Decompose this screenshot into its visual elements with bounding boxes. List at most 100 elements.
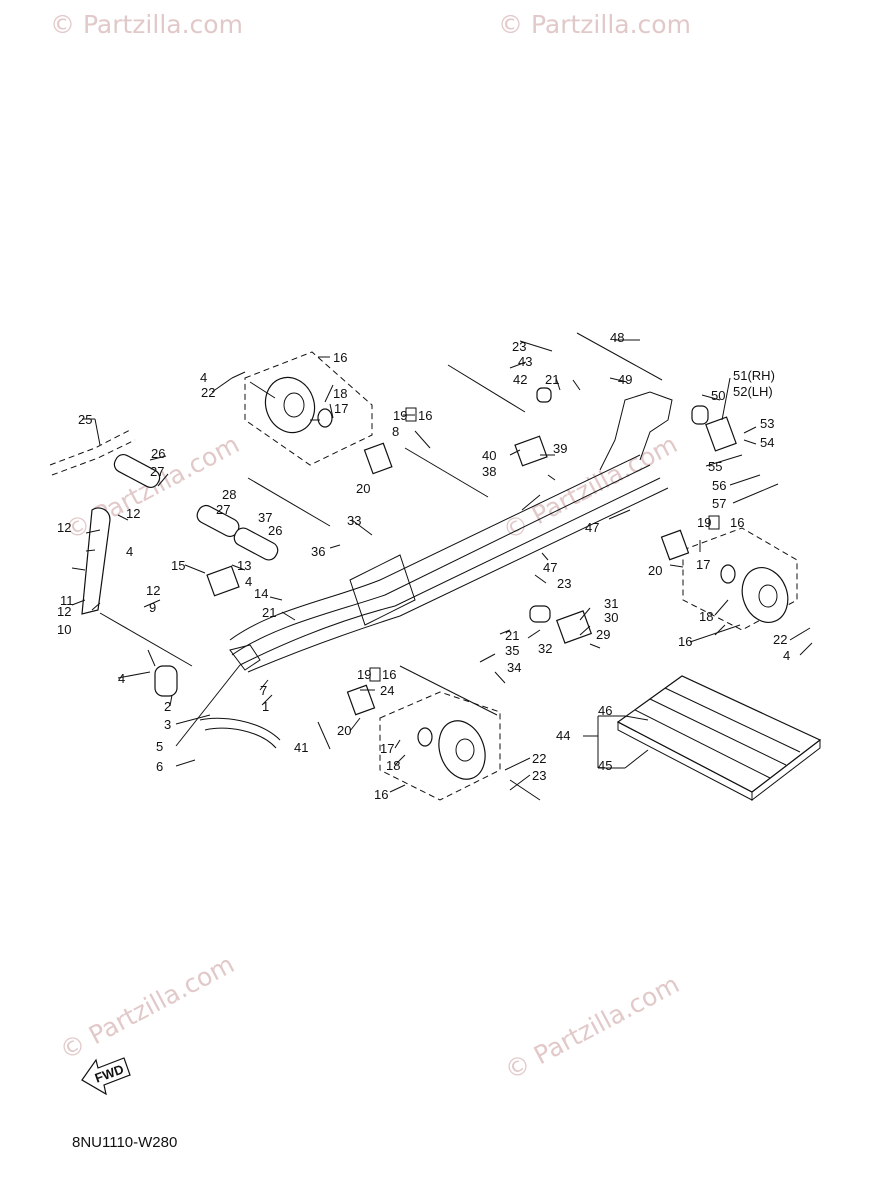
idler-wheel bbox=[264, 376, 333, 434]
callout-label: 49 bbox=[618, 372, 632, 387]
callout-label: 47 bbox=[585, 520, 599, 535]
callout-label: 43 bbox=[518, 354, 532, 369]
callout-label: 16 bbox=[730, 515, 744, 530]
shaft bbox=[447, 364, 526, 413]
front-bracket bbox=[229, 644, 261, 671]
callout-label: 24 bbox=[380, 683, 394, 698]
callout-label: 8 bbox=[392, 424, 399, 439]
callout-label: 46 bbox=[598, 703, 612, 718]
callout-label: 4 bbox=[783, 648, 790, 663]
callout-label: 19 bbox=[393, 408, 407, 423]
callout-label: 12 bbox=[57, 604, 71, 619]
callout-label: 39 bbox=[553, 441, 567, 456]
callout-label: 21 bbox=[262, 605, 276, 620]
spacer bbox=[529, 605, 551, 623]
callout-label: 4 bbox=[200, 370, 207, 385]
callout-label: 16 bbox=[418, 408, 432, 423]
center-plate bbox=[349, 554, 416, 626]
callout-label: 42 bbox=[513, 372, 527, 387]
callout-label: 18 bbox=[333, 386, 347, 401]
callout-label: 17 bbox=[380, 741, 394, 756]
callout-label: 34 bbox=[507, 660, 521, 675]
callout-label: 16 bbox=[374, 787, 388, 802]
bracket-block bbox=[555, 610, 593, 644]
callout-label: 41 bbox=[294, 740, 308, 755]
callout-label: 53 bbox=[760, 416, 774, 431]
callout-label: 23 bbox=[512, 339, 526, 354]
bracket-block bbox=[206, 565, 240, 597]
callout-label: 7 bbox=[260, 683, 267, 698]
callout-label: 22 bbox=[773, 632, 787, 647]
callout-label: 3 bbox=[164, 717, 171, 732]
watermark: © Partzilla.com bbox=[50, 10, 243, 39]
callout-label: 54 bbox=[760, 435, 774, 450]
leader-lines bbox=[71, 339, 813, 793]
fwd-arrow-icon: FWD bbox=[81, 1057, 131, 1096]
callout-label: 57 bbox=[712, 496, 726, 511]
spacer bbox=[536, 387, 552, 403]
callout-label: 35 bbox=[505, 643, 519, 658]
bracket-block bbox=[514, 435, 548, 467]
callout-label: 30 bbox=[604, 610, 618, 625]
callout-label: 38 bbox=[482, 464, 496, 479]
callout-label: 4 bbox=[126, 544, 133, 559]
callout-label: 52(LH) bbox=[733, 384, 773, 399]
ref-box bbox=[369, 667, 381, 682]
callout-label: 23 bbox=[557, 576, 571, 591]
callout-label: 48 bbox=[610, 330, 624, 345]
callout-label: 50 bbox=[711, 388, 725, 403]
callout-label: 13 bbox=[237, 558, 251, 573]
callout-label: 12 bbox=[146, 583, 160, 598]
shaft bbox=[404, 447, 489, 498]
callout-label: 1 bbox=[262, 699, 269, 714]
wheel-group-box bbox=[244, 351, 373, 466]
callout-label: 44 bbox=[556, 728, 570, 743]
spacer bbox=[691, 405, 709, 425]
shaft bbox=[247, 477, 331, 527]
callout-label: 14 bbox=[254, 586, 268, 601]
stopper-block bbox=[705, 416, 737, 452]
idler-wheel bbox=[720, 564, 789, 623]
callout-label: 18 bbox=[386, 758, 400, 773]
bracket-block bbox=[346, 684, 376, 716]
callout-label: 5 bbox=[156, 739, 163, 754]
diagram-code: 8NU1110-W280 bbox=[72, 1134, 178, 1151]
callout-label: 17 bbox=[334, 401, 348, 416]
rail-end bbox=[49, 429, 131, 466]
callout-label: 10 bbox=[57, 622, 71, 637]
callout-label: 47 bbox=[543, 560, 557, 575]
callout-label: 22 bbox=[201, 385, 215, 400]
callout-label: 26 bbox=[151, 446, 165, 461]
slide-rail bbox=[247, 487, 669, 673]
front-arm bbox=[81, 507, 111, 615]
roller bbox=[233, 527, 279, 561]
ref-box bbox=[405, 407, 417, 422]
callout-label: 20 bbox=[648, 563, 662, 578]
roller bbox=[113, 454, 161, 488]
callout-label: 16 bbox=[382, 667, 396, 682]
callout-label: 51(RH) bbox=[733, 368, 775, 383]
callout-label: 40 bbox=[482, 448, 496, 463]
callout-label: 45 bbox=[598, 758, 612, 773]
callout-label: 22 bbox=[532, 751, 546, 766]
callout-label: 31 bbox=[604, 596, 618, 611]
rear-bracket bbox=[599, 391, 673, 471]
idler-wheel bbox=[417, 720, 486, 780]
slide-rail bbox=[229, 454, 641, 641]
front-arm bbox=[199, 717, 281, 741]
callout-label: 32 bbox=[538, 641, 552, 656]
callout-label: 20 bbox=[337, 723, 351, 738]
slide-rail bbox=[231, 464, 651, 656]
track-section bbox=[616, 675, 822, 802]
callout-label: 28 bbox=[222, 487, 236, 502]
bracket-block bbox=[660, 529, 690, 561]
callout-label: 26 bbox=[268, 523, 282, 538]
bolt bbox=[509, 779, 541, 801]
callout-label: 11 bbox=[60, 593, 74, 608]
callout-label: 2 bbox=[164, 699, 171, 714]
ref-box bbox=[708, 515, 720, 530]
callout-label: 4 bbox=[118, 671, 125, 686]
callout-label: 16 bbox=[333, 350, 347, 365]
bracket-block bbox=[363, 442, 393, 475]
wheel-group-box bbox=[379, 691, 501, 801]
